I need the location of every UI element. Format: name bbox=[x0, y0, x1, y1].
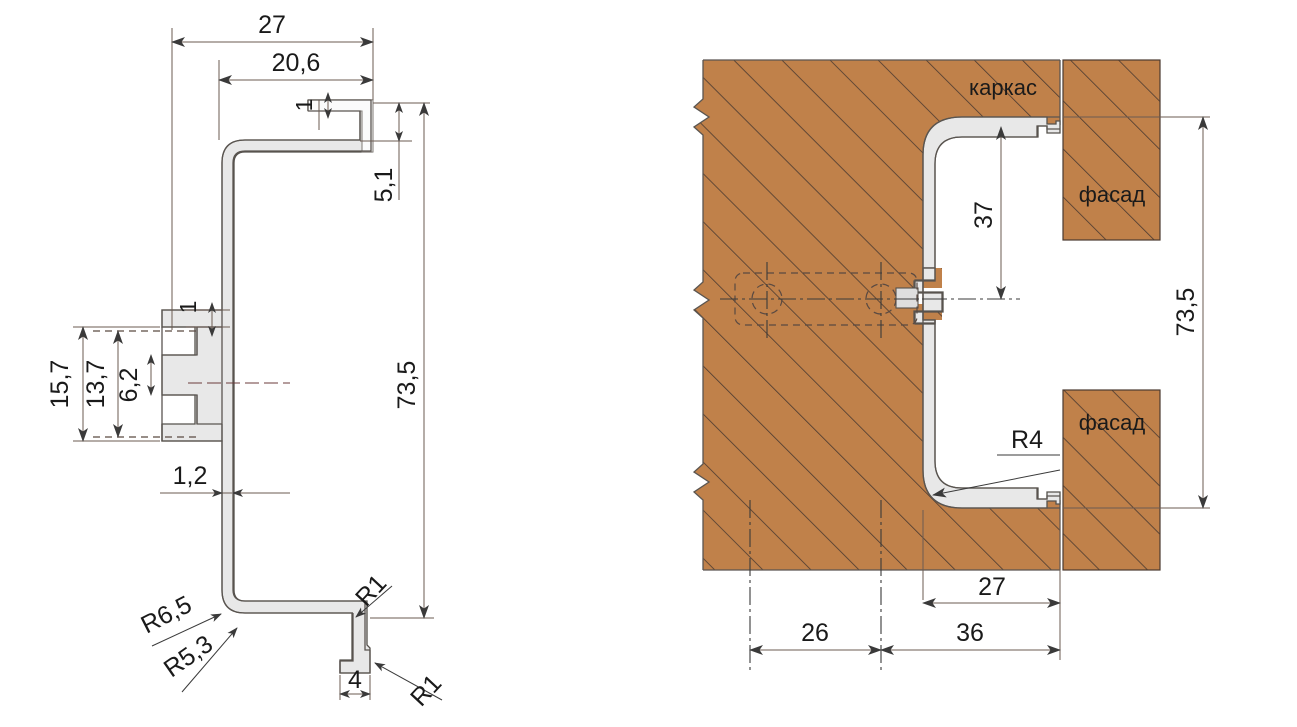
left-view-profile-cross-section: 27 20,6 1 5,1 73,5 15,7 bbox=[46, 11, 447, 712]
label-karkas: каркас bbox=[969, 75, 1037, 100]
connector-stud bbox=[895, 287, 919, 309]
dimension-13-7-value: 13,7 bbox=[82, 360, 110, 409]
dimension-26: 26 bbox=[749, 619, 882, 655]
dimension-1-2-value: 1,2 bbox=[173, 462, 208, 490]
label-fasad-bottom: фасад bbox=[1079, 410, 1146, 435]
dimension-1-2: 1,2 bbox=[163, 462, 288, 497]
right-view-installation-section: каркас фасад фасад 37 73,5 R4 bbox=[692, 59, 1210, 672]
radius-r4-value: R4 bbox=[1011, 426, 1043, 454]
fasad-panel-bottom bbox=[1062, 389, 1161, 571]
fasad-top-fill bbox=[1062, 59, 1161, 241]
dimension-15-7: 15,7 bbox=[46, 326, 88, 442]
radius-r4: R4 bbox=[932, 426, 1061, 498]
dimension-36-value: 36 bbox=[956, 619, 984, 647]
dimension-6-2-value: 6,2 bbox=[115, 368, 143, 403]
dimension-1-top: 1 bbox=[291, 92, 332, 119]
dimension-27-right-value: 27 bbox=[978, 573, 1006, 601]
karkas-fill bbox=[694, 60, 1060, 570]
dimension-20-6: 20,6 bbox=[218, 49, 374, 85]
dimension-73-5-left: 73,5 bbox=[393, 102, 429, 619]
dimension-5-1: 5,1 bbox=[370, 102, 403, 203]
dimension-73-5-right: 73,5 bbox=[1063, 116, 1210, 509]
label-fasad-top: фасад bbox=[1079, 182, 1146, 207]
dimension-73-5-right-value: 73,5 bbox=[1172, 288, 1200, 337]
dimension-26-value: 26 bbox=[801, 619, 829, 647]
dimension-37: 37 bbox=[970, 126, 1006, 300]
dimension-27-value: 27 bbox=[258, 11, 286, 39]
dimension-1-mid-value: 1 bbox=[175, 301, 201, 314]
dimension-27: 27 bbox=[171, 11, 374, 47]
dimension-1-mid: 1 bbox=[175, 301, 216, 337]
dimension-27-right: 27 bbox=[922, 573, 1061, 608]
dimension-20-6-value: 20,6 bbox=[272, 49, 321, 77]
dimension-1-top-value: 1 bbox=[291, 99, 317, 112]
dimension-4: 4 bbox=[339, 666, 371, 698]
dimension-73-5-left-value: 73,5 bbox=[393, 361, 421, 410]
dimension-15-7-value: 15,7 bbox=[46, 360, 74, 409]
dimension-6-2: 6,2 bbox=[115, 354, 155, 403]
dimension-5-1-value: 5,1 bbox=[370, 168, 398, 203]
dimension-13-7: 13,7 bbox=[82, 330, 200, 438]
dimension-37-value: 37 bbox=[970, 201, 998, 229]
dimension-36: 36 bbox=[880, 619, 1061, 655]
dimension-4-value: 4 bbox=[348, 666, 362, 694]
extension-lines-right bbox=[922, 510, 1061, 660]
fasad-bottom-fill bbox=[1062, 389, 1161, 571]
fasad-panel-top bbox=[1062, 59, 1161, 241]
